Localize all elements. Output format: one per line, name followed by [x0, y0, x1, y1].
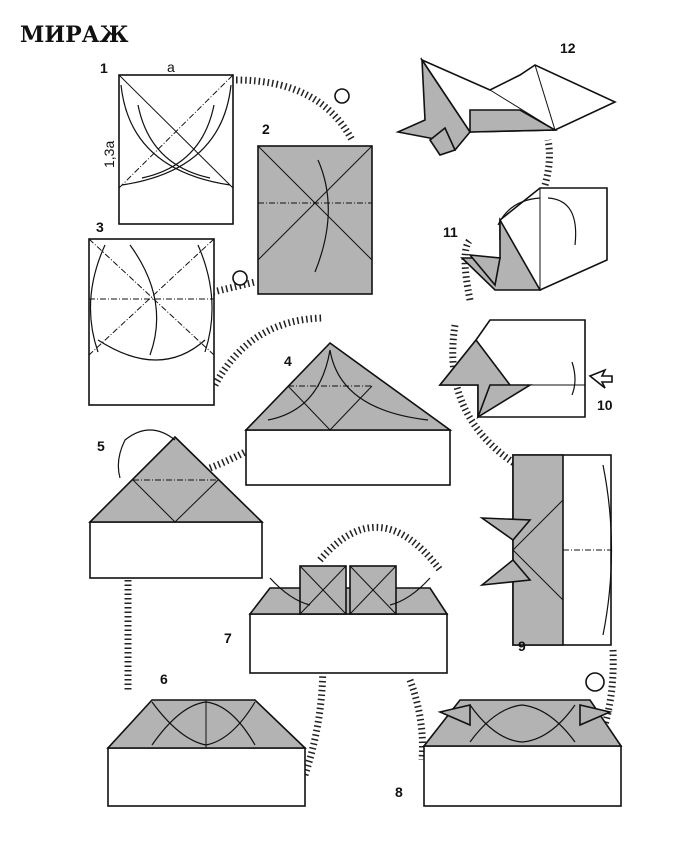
step-number-12: 12: [560, 40, 576, 56]
step-6-diagram: [106, 699, 307, 807]
step-5-diagram: [88, 429, 264, 579]
step-number-6: 6: [160, 671, 168, 687]
step-number-8: 8: [395, 784, 403, 800]
width-label: a: [167, 59, 175, 75]
step-12-diagram: [395, 57, 617, 156]
height-label: 1,3a: [101, 141, 117, 168]
step-number-10: 10: [597, 397, 613, 413]
step-11-diagram: [460, 187, 608, 291]
step-8-diagram: [422, 672, 623, 807]
step-4-diagram: [244, 341, 453, 486]
step-number-1: 1: [100, 60, 108, 76]
step-1-diagram: [118, 74, 234, 225]
step-number-7: 7: [224, 630, 232, 646]
step-number-9: 9: [518, 638, 526, 654]
step-10-diagram: [438, 319, 613, 419]
step-2-diagram: [257, 88, 373, 295]
step-number-11: 11: [443, 224, 458, 240]
step-number-3: 3: [96, 219, 104, 235]
step-number-4: 4: [284, 353, 292, 369]
step-9-diagram: [479, 454, 613, 646]
step-3-diagram: [88, 238, 248, 406]
diagram-title: МИРАЖ: [20, 22, 129, 48]
step-7-diagram: [248, 565, 449, 674]
step-number-2: 2: [262, 121, 270, 137]
step-number-5: 5: [97, 438, 105, 454]
step-connectors: [124, 76, 617, 777]
